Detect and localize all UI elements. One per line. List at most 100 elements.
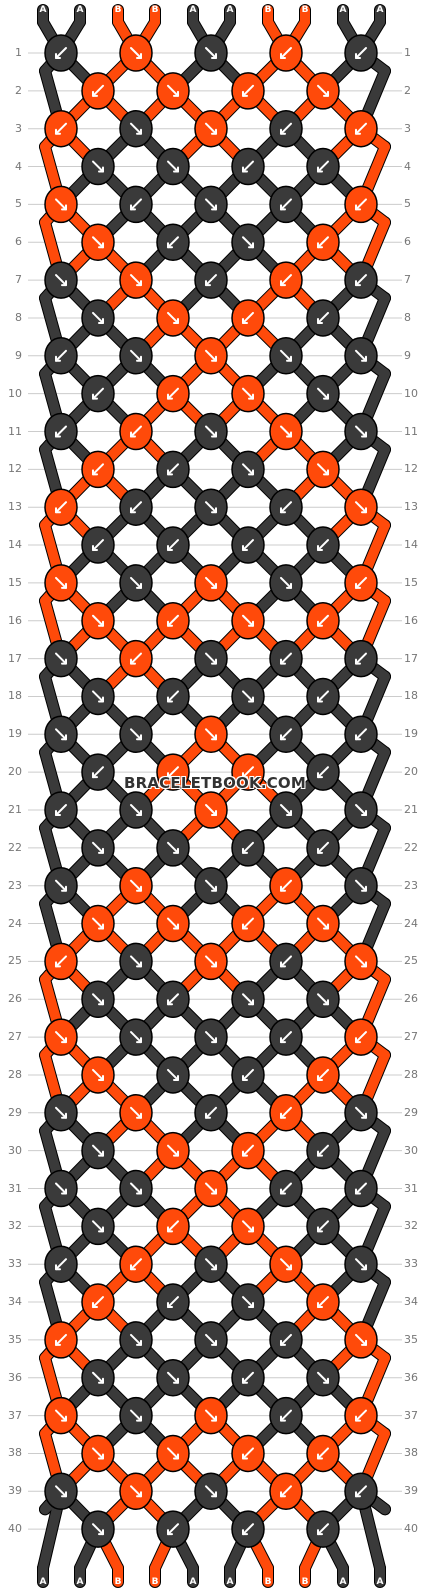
arrow-head (55, 1264, 61, 1271)
arrow-down-left-icon (167, 993, 179, 1006)
arrow-head (167, 999, 173, 1006)
arrow-down-left-icon (355, 198, 367, 211)
arrow-head (280, 1112, 286, 1119)
arrow-head (361, 810, 367, 816)
knot (269, 564, 303, 602)
knot (306, 223, 340, 261)
arrow-head (242, 1150, 248, 1157)
arrow-head (317, 620, 323, 627)
knot (194, 34, 228, 72)
row-number-left: 12 (8, 462, 22, 476)
arrow-down-right-icon (205, 425, 217, 438)
arrow-down-right-icon (167, 917, 179, 930)
row-number-right: 33 (404, 1257, 418, 1271)
knot (344, 942, 378, 981)
row-number-right: 23 (404, 878, 418, 892)
knot (44, 488, 78, 526)
knot (81, 829, 115, 867)
arrow-head (205, 1112, 211, 1119)
arrow-down-right-icon (317, 84, 329, 97)
knot (156, 1283, 190, 1321)
arrow-head (317, 696, 323, 703)
arrow-head (98, 696, 104, 703)
arrow-head (136, 734, 142, 741)
row-number-right: 34 (404, 1295, 418, 1309)
arrow-head (98, 1074, 104, 1081)
knot (231, 1434, 265, 1473)
arrow-head (286, 1264, 292, 1271)
arrow-head (280, 1491, 286, 1498)
knot (344, 1018, 378, 1056)
arrow-down-right-icon (130, 1409, 142, 1422)
arrow-down-left-icon (317, 1523, 329, 1536)
arrow-down-right-icon (130, 1333, 142, 1346)
arrow-down-left-icon (92, 387, 104, 400)
strand-label-top: A (189, 5, 197, 15)
knot (306, 1510, 340, 1548)
knot (44, 791, 78, 829)
knot (44, 715, 78, 754)
arrow-head (167, 620, 173, 627)
knot (231, 980, 265, 1018)
knot (306, 374, 340, 413)
arrow-down-left-icon (55, 349, 67, 362)
knot (81, 1510, 115, 1548)
row-number-right: 31 (404, 1181, 418, 1195)
knot (44, 1169, 78, 1208)
arrow-head (242, 772, 248, 779)
knot (269, 412, 303, 451)
arrow-head (167, 696, 173, 703)
arrow-down-left-icon (130, 425, 142, 438)
knot (306, 299, 340, 337)
knot (194, 1245, 228, 1283)
arrow-down-left-icon (242, 1447, 254, 1460)
knot (231, 677, 265, 716)
arrow-down-left-icon (55, 955, 67, 968)
arrow-head (248, 393, 254, 400)
row-number-right: 13 (404, 500, 418, 514)
arrow-down-right-icon (242, 236, 254, 249)
arrow-down-left-icon (317, 766, 329, 779)
arrow-head (211, 1339, 217, 1346)
row-number-left: 3 (15, 121, 22, 135)
knot (81, 980, 115, 1018)
arrow-head (136, 1188, 142, 1195)
arrow-down-right-icon (92, 1068, 104, 1081)
arrow-down-right-icon (317, 463, 329, 476)
strand-label-bottom: A (226, 1577, 234, 1587)
arrow-down-right-icon (355, 879, 367, 892)
arrow-head (355, 582, 361, 589)
knot (194, 185, 228, 224)
arrow-down-right-icon (55, 1182, 67, 1195)
arrow-head (61, 885, 67, 892)
arrow-down-left-icon (280, 879, 292, 892)
knot (81, 72, 115, 110)
arrow-down-left-icon (55, 47, 67, 59)
knot (44, 639, 78, 678)
knot (81, 602, 115, 640)
arrow-down-left-icon (280, 1409, 292, 1422)
knot (44, 185, 78, 224)
arrow-head (286, 810, 292, 816)
arrow-down-left-icon (355, 122, 367, 135)
arrow-head (61, 1037, 67, 1044)
knot (344, 412, 378, 451)
knot (344, 564, 378, 602)
arrow-head (280, 658, 286, 665)
knot (194, 1169, 228, 1208)
arrow-head (136, 582, 142, 589)
arrow-head (98, 847, 104, 854)
arrow-head (280, 1037, 286, 1044)
row-number-right: 30 (404, 1143, 418, 1157)
arrow-head (167, 469, 173, 476)
arrow-down-left-icon (355, 1182, 367, 1195)
knot (44, 109, 78, 148)
row-number-left: 2 (15, 83, 22, 97)
arrow-head (280, 507, 286, 514)
arrow-head (173, 166, 179, 173)
knot (344, 639, 378, 678)
knot (306, 980, 340, 1018)
knot (44, 1472, 78, 1511)
arrow-down-right-icon (242, 387, 254, 400)
arrow-down-left-icon (355, 652, 367, 665)
